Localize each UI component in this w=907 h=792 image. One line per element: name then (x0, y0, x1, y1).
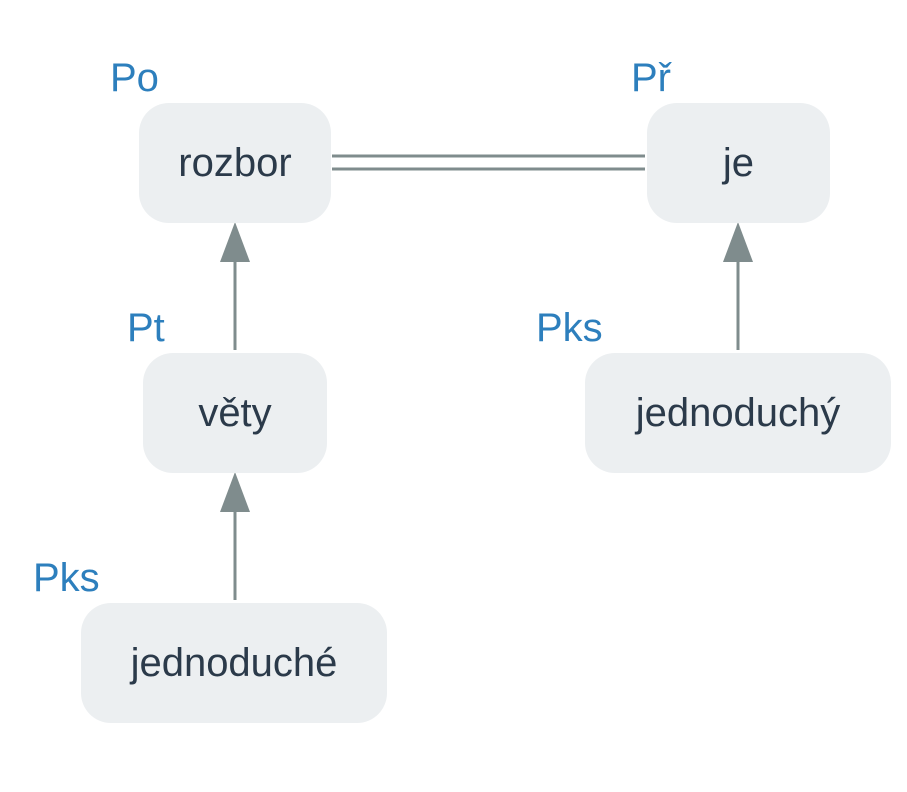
node-word: jednoduché (130, 641, 338, 685)
role-label-rozbor: Po (110, 56, 159, 100)
arrow-head (723, 222, 753, 262)
arrow-vety-to-rozbor (220, 222, 250, 350)
node-word: je (722, 141, 755, 185)
role-label-jednoduche: Pks (33, 556, 100, 600)
role-label-vety: Pt (127, 306, 165, 350)
arrow-head (220, 222, 250, 262)
node-word: věty (198, 391, 272, 435)
arrow-jednoduchy-to-je (723, 222, 753, 350)
arrow-jednoduche-to-vety (220, 472, 250, 600)
node-jednoduche: jednoduché (81, 603, 387, 723)
node-word: rozbor (178, 141, 292, 185)
role-label-je: Př (631, 56, 671, 100)
subject-predicate-link (332, 154, 645, 171)
node-je: je (647, 103, 830, 223)
node-vety: věty (143, 353, 327, 473)
role-label-jednoduchy: Pks (536, 306, 603, 350)
node-rozbor: rozbor (139, 103, 331, 223)
arrow-head (220, 472, 250, 512)
node-jednoduchy: jednoduchý (585, 353, 891, 473)
node-word: jednoduchý (635, 391, 841, 435)
